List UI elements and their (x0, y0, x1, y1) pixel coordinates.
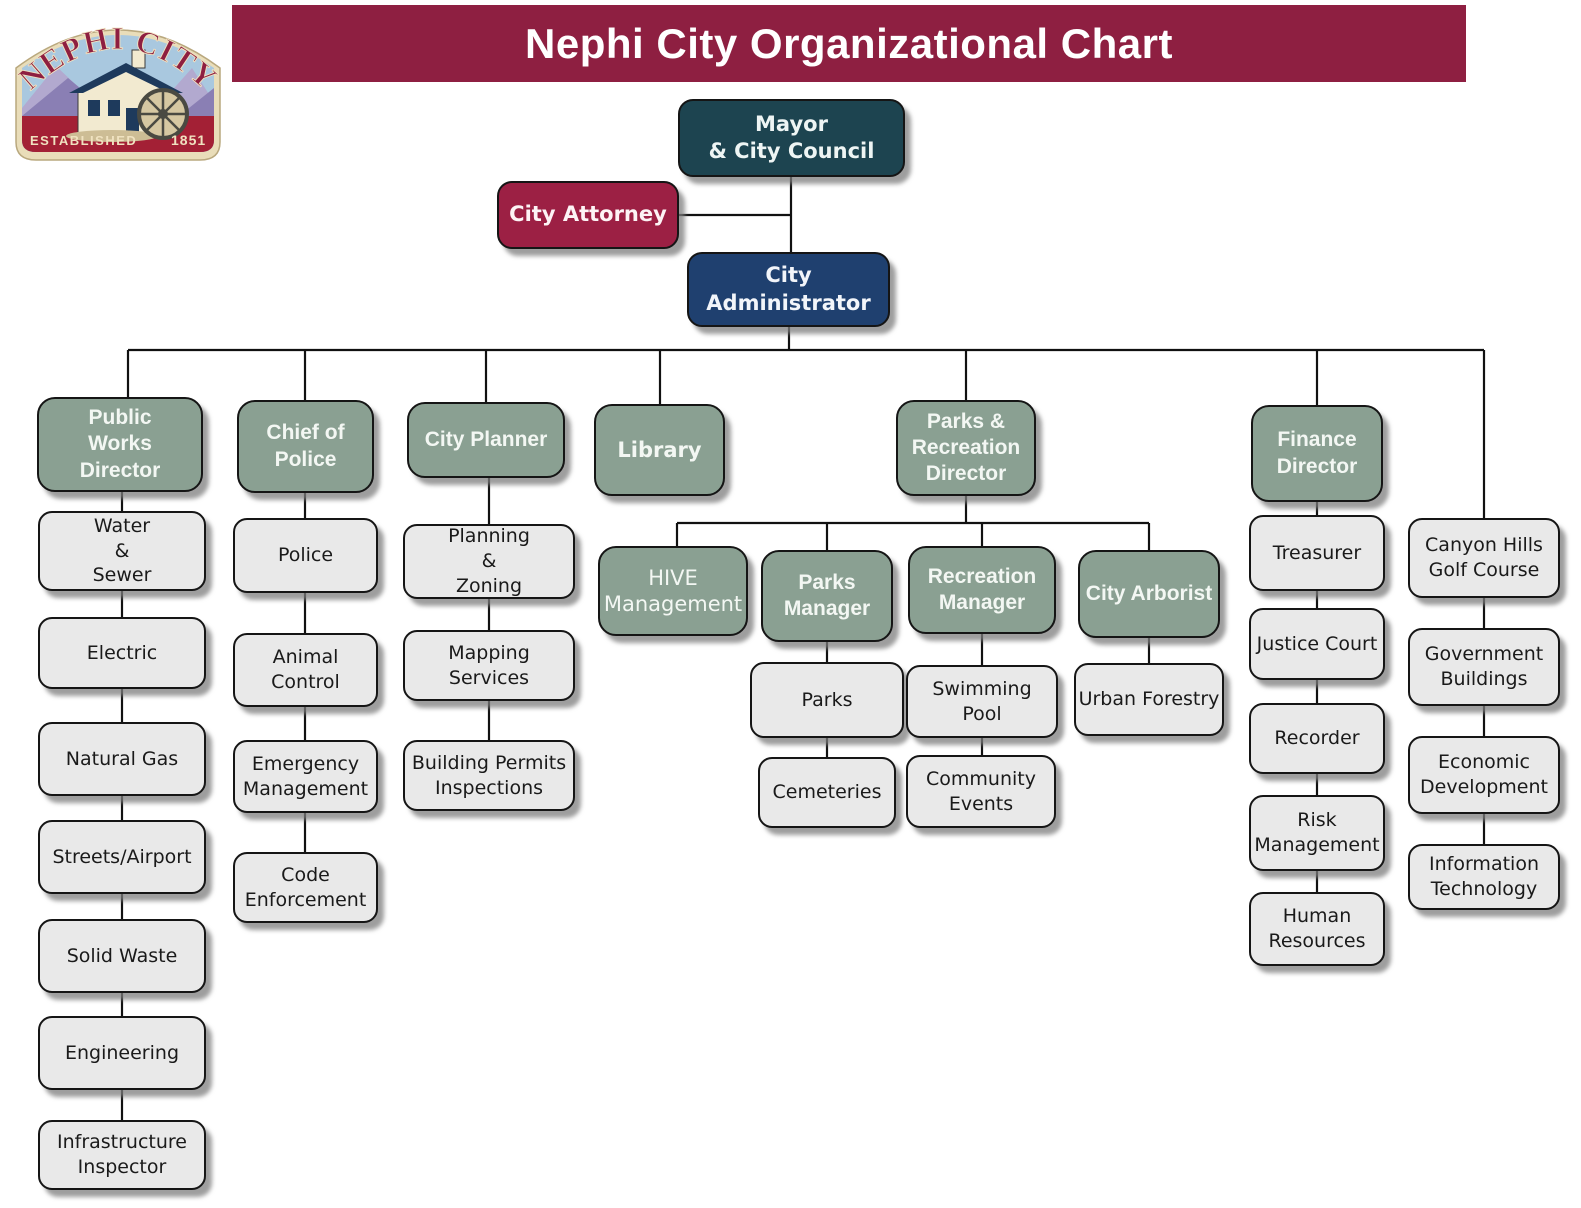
node-risk-management: Risk Management (1249, 795, 1385, 871)
node-recorder: Recorder (1249, 703, 1385, 774)
node-city-attorney: City Attorney (497, 181, 679, 249)
node-parks-recreation-director: Parks & Recreation Director (896, 400, 1036, 496)
svg-text:1851: 1851 (171, 132, 206, 148)
node-streets-airport: Streets/Airport (38, 820, 206, 894)
node-police: Police (233, 518, 378, 593)
node-building-permits-inspections: Building Permits Inspections (403, 740, 575, 811)
node-natural-gas: Natural Gas (38, 722, 206, 796)
node-government-buildings: Government Buildings (1408, 628, 1560, 706)
page-title: Nephi City Organizational Chart (232, 5, 1466, 82)
node-animal-control: Animal Control (233, 633, 378, 707)
node-public-works-director: Public Works Director (37, 397, 203, 492)
badge-year-text: 1851 (171, 132, 206, 148)
node-electric: Electric (38, 617, 206, 689)
node-parks-manager: Parks Manager (761, 550, 893, 642)
node-economic-development: Economic Development (1408, 736, 1560, 814)
node-code-enforcement: Code Enforcement (233, 852, 378, 923)
svg-text:ESTABLISHED: ESTABLISHED (30, 133, 137, 148)
badge-window (108, 100, 120, 116)
node-mapping-services: Mapping Services (403, 630, 575, 701)
node-solid-waste: Solid Waste (38, 919, 206, 993)
node-engineering: Engineering (38, 1016, 206, 1090)
node-information-technology: Information Technology (1408, 844, 1560, 910)
badge-roof (69, 63, 183, 93)
node-urban-forestry: Urban Forestry (1074, 663, 1224, 736)
node-city-administrator: City Administrator (687, 252, 890, 327)
node-justice-court: Justice Court (1249, 608, 1385, 680)
node-human-resources: Human Resources (1249, 892, 1385, 966)
node-library: Library (594, 404, 725, 496)
node-treasurer: Treasurer (1249, 515, 1385, 591)
node-city-arborist: City Arborist (1078, 550, 1220, 638)
badge-stones (66, 130, 158, 142)
node-community-events: Community Events (906, 755, 1056, 828)
node-hive-management: HIVE Management (598, 546, 748, 636)
badge-chimney (131, 49, 146, 69)
node-cemeteries: Cemeteries (758, 757, 896, 828)
node-mayor-city-council: Mayor & City Council (678, 99, 905, 177)
node-parks: Parks (750, 662, 904, 738)
node-city-planner: City Planner (407, 402, 565, 478)
badge-door (126, 108, 139, 134)
node-chief-of-police: Chief of Police (237, 400, 374, 493)
node-canyon-hills-golf-course: Canyon Hills Golf Course (1408, 518, 1560, 598)
node-emergency-management: Emergency Management (233, 740, 378, 813)
node-planning-zoning: Planning & Zoning (403, 524, 575, 599)
node-finance-director: Finance Director (1251, 405, 1383, 502)
node-swimming-pool: Swimming Pool (906, 665, 1058, 738)
badge-waterwheel (137, 88, 189, 140)
city-logo: ESTABLISHED 1851 NEPHI CITY (11, 20, 224, 161)
node-recreation-manager: Recreation Manager (908, 546, 1056, 634)
node-infrastructure-inspector: Infrastructure Inspector (38, 1120, 206, 1190)
node-water-sewer: Water & Sewer (38, 511, 206, 591)
badge-established-text: ESTABLISHED (30, 133, 137, 148)
badge-window (88, 100, 100, 116)
